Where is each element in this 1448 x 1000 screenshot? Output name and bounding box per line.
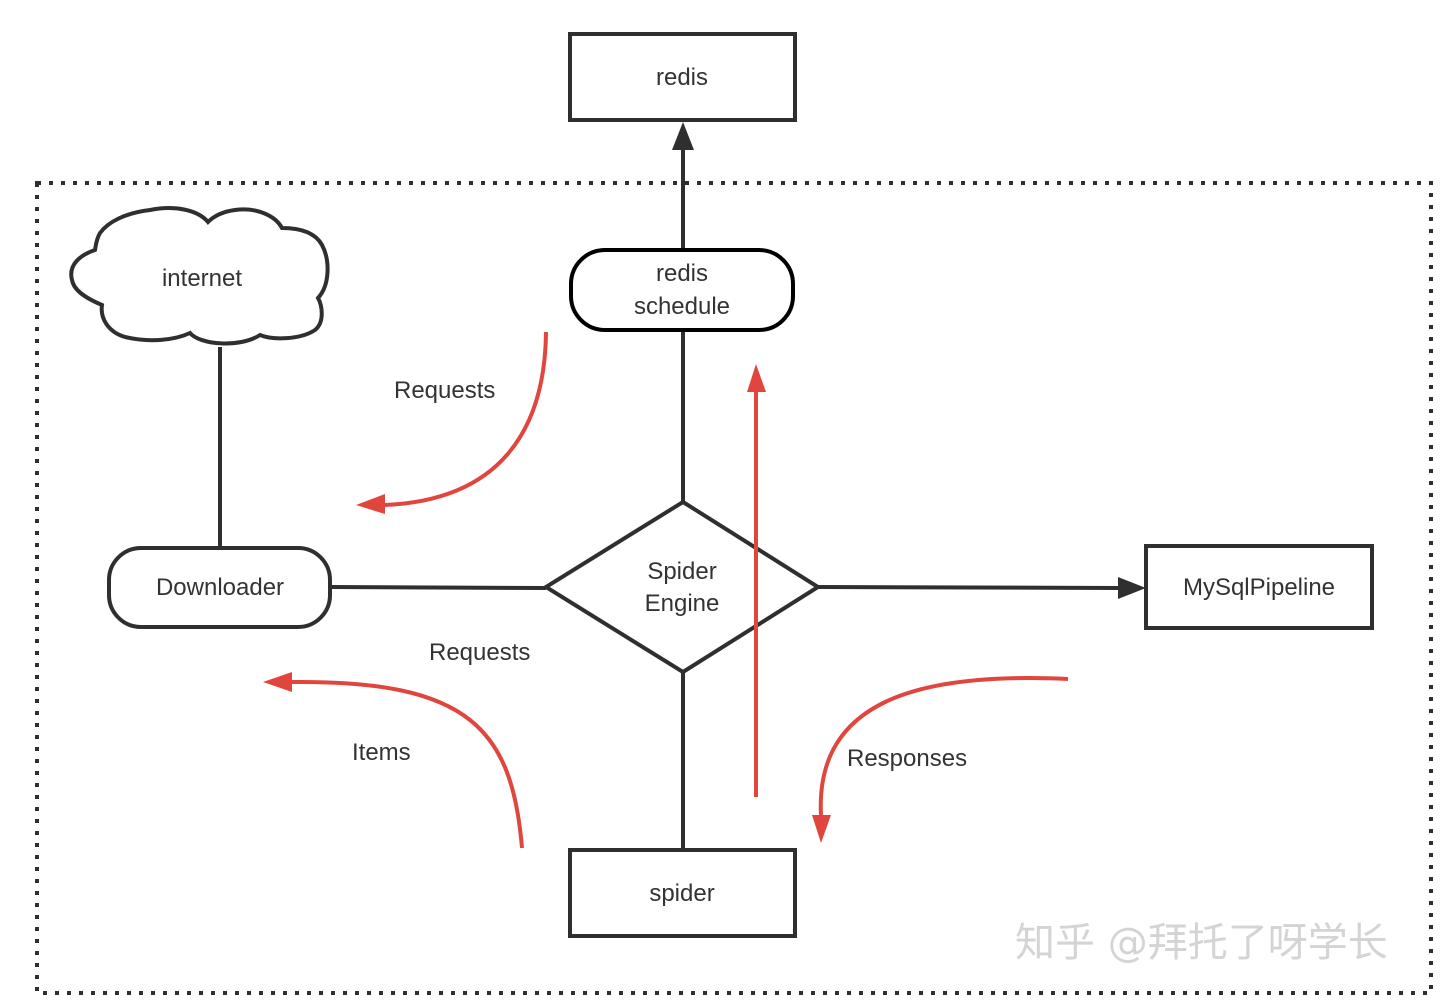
node-mysql-pipeline[interactable]: MySqlPipeline — [1144, 544, 1374, 630]
node-mysql-pipeline-label: MySqlPipeline — [1183, 574, 1335, 601]
node-spider[interactable]: spider — [568, 848, 797, 938]
flow-items — [263, 672, 524, 849]
flow-items-arrowhead-icon — [263, 672, 292, 692]
flow-requests-top-arrowhead-icon — [356, 494, 385, 514]
arrowhead-to-pipeline-icon — [1118, 577, 1146, 599]
label-items: Items — [352, 739, 411, 766]
node-internet-label: internet — [162, 265, 242, 292]
node-redis[interactable]: redis — [568, 32, 797, 122]
node-redis-label: redis — [656, 64, 708, 91]
connector-downloader-to-engine — [329, 585, 547, 590]
node-redis-schedule-label-line2: schedule — [634, 293, 730, 320]
flow-requests-top — [356, 331, 548, 514]
cluster-boundary — [35, 181, 1433, 995]
node-spider-engine[interactable]: Spider Engine — [542, 499, 822, 675]
node-engine-label-line2: Engine — [645, 590, 720, 617]
label-requests-bottom: Requests — [429, 639, 530, 666]
watermark: 知乎 @拜托了呀学长 — [1015, 920, 1388, 966]
node-redis-schedule-label-line1: redis — [656, 260, 708, 287]
flow-requests-up — [747, 364, 766, 797]
node-engine-label-line1: Spider — [647, 558, 716, 585]
cloud-icon — [69, 206, 330, 346]
arrowhead-to-redis-icon — [672, 122, 694, 150]
flow-responses — [812, 676, 1069, 843]
flow-responses-arrowhead-icon — [812, 815, 831, 843]
connector-engine-to-pipeline — [817, 585, 1121, 590]
node-spider-label: spider — [649, 880, 714, 907]
node-redis-schedule[interactable]: redis schedule — [569, 248, 795, 332]
label-responses: Responses — [847, 745, 967, 772]
node-internet[interactable]: internet — [69, 206, 330, 346]
node-downloader[interactable]: Downloader — [107, 546, 332, 629]
flow-requests-up-arrowhead-icon — [747, 364, 766, 392]
node-downloader-label: Downloader — [156, 574, 284, 601]
label-requests-top: Requests — [394, 377, 495, 404]
